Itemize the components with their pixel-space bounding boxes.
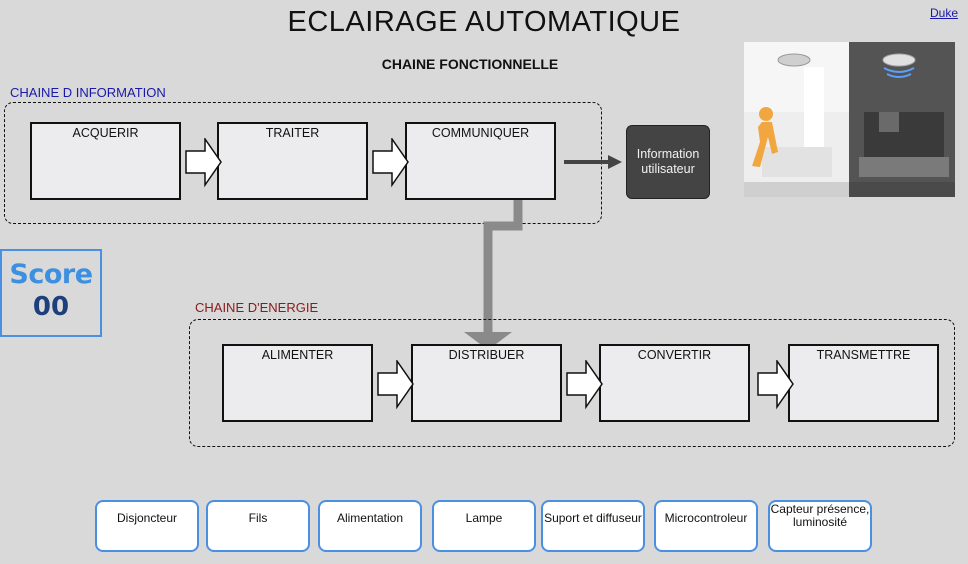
tile-label: Disjoncteur: [116, 511, 178, 525]
info-box-label: Information utilisateur: [636, 147, 700, 176]
tile-label: Lampe: [465, 511, 503, 525]
sensor-lamp-photo: [744, 42, 955, 197]
tile-label: Microcontroleur: [664, 511, 748, 525]
energy-chain-frame: [189, 319, 955, 447]
score-panel: Score 00: [0, 249, 102, 337]
box-transmettre: TRANSMETTRE: [788, 344, 939, 422]
box-label: COMMUNIQUER: [431, 126, 530, 140]
box-distribuer: DISTRIBUER: [411, 344, 562, 422]
output-arrow-icon: [564, 155, 622, 169]
tile-capteur[interactable]: Capteur présence, luminosité: [768, 500, 872, 552]
energy-chain-label: CHAINE D'ENERGIE: [195, 300, 319, 315]
page-subtitle: CHAINE FONCTIONNELLE: [381, 56, 559, 72]
sensor-lamp-illustration: [744, 42, 955, 197]
hollow-arrow-icon: [566, 360, 603, 410]
hollow-arrow-icon: [377, 360, 414, 410]
box-communiquer: COMMUNIQUER: [405, 122, 556, 200]
tile-label: Alimentation: [336, 511, 404, 525]
box-traiter: TRAITER: [217, 122, 368, 200]
tile-lampe[interactable]: Lampe: [432, 500, 536, 552]
box-convertir: CONVERTIR: [599, 344, 750, 422]
box-label: DISTRIBUER: [448, 348, 525, 362]
tile-disjoncteur[interactable]: Disjoncteur: [95, 500, 199, 552]
tile-suport-diffuseur[interactable]: Suport et diffuseur: [541, 500, 645, 552]
box-acquerir: ACQUERIR: [30, 122, 181, 200]
box-label: ALIMENTER: [261, 348, 334, 362]
score-value: 00: [32, 292, 70, 322]
tile-alimentation[interactable]: Alimentation: [318, 500, 422, 552]
hollow-arrow-icon: [185, 138, 222, 188]
communication-arrow-icon: [464, 200, 523, 350]
score-label: Score: [9, 259, 93, 290]
tile-label: Fils: [248, 511, 268, 525]
hollow-arrow-icon: [372, 138, 409, 188]
box-label: TRANSMETTRE: [816, 348, 911, 362]
box-label: CONVERTIR: [637, 348, 712, 362]
tile-fils[interactable]: Fils: [206, 500, 310, 552]
hollow-arrow-icon: [757, 360, 794, 410]
box-alimenter: ALIMENTER: [222, 344, 373, 422]
box-label: ACQUERIR: [72, 126, 139, 140]
page-title: ECLAIRAGE AUTOMATIQUE: [287, 6, 681, 38]
tile-label: Suport et diffuseur: [544, 511, 642, 525]
information-utilisateur-box: Information utilisateur: [626, 125, 710, 199]
tile-label: Capteur présence, luminosité: [770, 502, 870, 529]
information-chain-label: CHAINE D INFORMATION: [10, 85, 166, 100]
tile-microcontroleur[interactable]: Microcontroleur: [654, 500, 758, 552]
box-label: TRAITER: [265, 126, 320, 140]
author-link[interactable]: Duke: [930, 6, 959, 20]
